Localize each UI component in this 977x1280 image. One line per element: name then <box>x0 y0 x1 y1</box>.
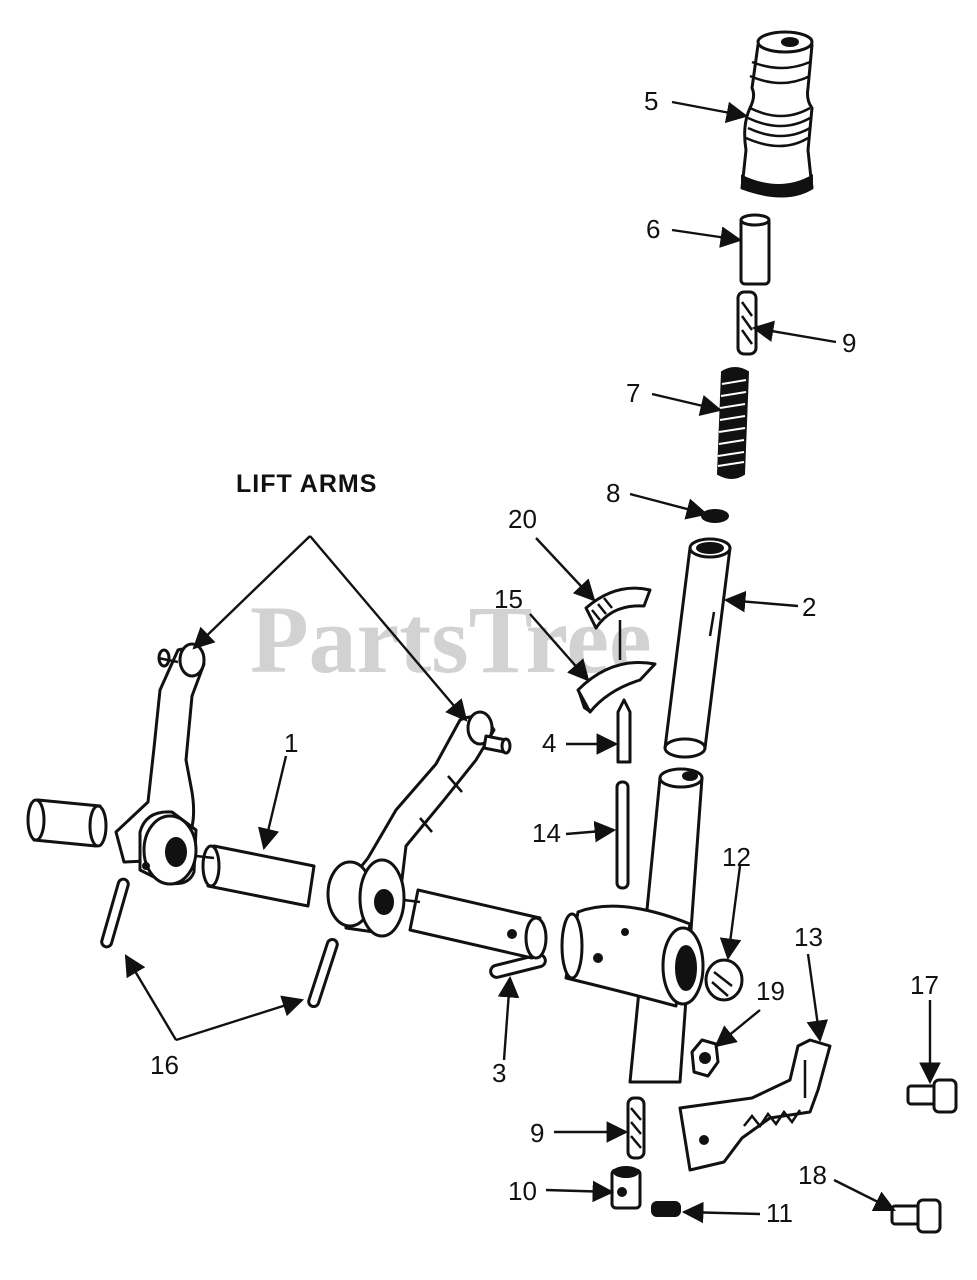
callout-8: 8 <box>606 478 620 508</box>
part-9-upper-pin <box>736 290 758 356</box>
part-2-upper-tube <box>663 537 732 759</box>
part-7-spring <box>716 367 750 479</box>
callout-labels: 5 6 9 7 8 20 2 15 4 1 14 12 13 17 19 16 … <box>150 86 939 1228</box>
callout-4: 4 <box>542 728 556 758</box>
part-14-rod <box>615 780 630 890</box>
callout-1: 1 <box>284 728 298 758</box>
callout-18: 18 <box>798 1160 827 1190</box>
part-15-detent-plate <box>576 620 657 714</box>
callout-19: 19 <box>756 976 785 1006</box>
part-10-collar <box>610 1166 642 1210</box>
callout-3: 3 <box>492 1058 506 1088</box>
callout-12: 12 <box>722 842 751 872</box>
callout-9-lower: 9 <box>530 1118 544 1148</box>
lift-arm-left <box>114 642 206 886</box>
callout-20: 20 <box>508 504 537 534</box>
callout-9-upper: 9 <box>842 328 856 358</box>
part-18-bolt <box>890 1198 942 1234</box>
part-17-bolt <box>906 1078 958 1114</box>
part-11-set-screw <box>651 1201 681 1217</box>
part-8-washer <box>701 509 729 523</box>
part-16-roll-pins <box>100 877 339 1009</box>
lever-lower-assembly <box>560 767 705 1084</box>
part-12-cap <box>704 958 744 1002</box>
lift-arm-right <box>326 710 512 938</box>
part-1-shaft <box>26 798 548 960</box>
callout-7: 7 <box>626 378 640 408</box>
part-5-handle-grip <box>740 30 814 198</box>
part-9-lower-pin <box>626 1096 646 1160</box>
callout-2: 2 <box>802 592 816 622</box>
callout-15: 15 <box>494 584 523 614</box>
callout-14: 14 <box>532 818 561 848</box>
part-3-pin <box>489 953 547 979</box>
callout-17: 17 <box>910 970 939 1000</box>
callout-5: 5 <box>644 86 658 116</box>
callout-10: 10 <box>508 1176 537 1206</box>
callout-6: 6 <box>646 214 660 244</box>
part-20-detent-segment <box>584 586 652 630</box>
part-19-nut <box>690 1038 720 1078</box>
lift-arms-title: LIFT ARMS <box>236 470 377 498</box>
part-13-quadrant-plate <box>678 1038 832 1172</box>
callout-16: 16 <box>150 1050 179 1080</box>
callout-11: 11 <box>766 1198 793 1228</box>
leader-lines <box>124 100 941 1224</box>
callout-13: 13 <box>794 922 823 952</box>
part-6-sleeve <box>739 213 771 286</box>
part-4-pin <box>616 698 632 764</box>
